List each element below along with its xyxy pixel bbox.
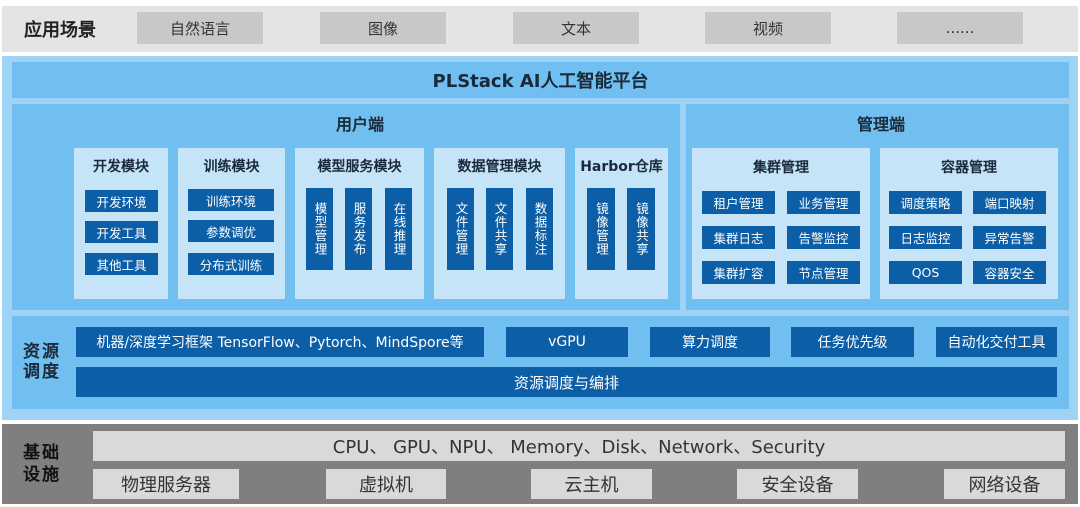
service-publish-button[interactable]: 服务发布 xyxy=(345,188,372,270)
dev-tools-button[interactable]: 开发工具 xyxy=(85,221,158,243)
app-scene-video: 视频 xyxy=(705,12,831,44)
qos-button[interactable]: QOS xyxy=(889,261,962,284)
file-manage-button[interactable]: 文件管理 xyxy=(447,188,474,270)
module-cluster-manage-title: 集群管理 xyxy=(753,160,809,176)
compute-schedule-button[interactable]: 算力调度 xyxy=(650,327,770,357)
infra-side-label: 基础设施 xyxy=(10,436,74,492)
module-container-manage-title: 容器管理 xyxy=(941,160,997,176)
tenant-manage-button[interactable]: 租户管理 xyxy=(702,191,775,214)
infra-side-label-text: 基础设施 xyxy=(23,443,61,485)
alarm-monitor-button[interactable]: 告警监控 xyxy=(787,226,860,249)
port-mapping-button[interactable]: 端口映射 xyxy=(973,191,1046,214)
auto-delivery-button[interactable]: 自动化交付工具 xyxy=(936,327,1057,357)
network-device-box: 网络设备 xyxy=(944,469,1065,499)
module-train-title: 训练模块 xyxy=(203,159,260,175)
cloud-host-box: 云主机 xyxy=(531,469,652,499)
task-priority-button[interactable]: 任务优先级 xyxy=(791,327,914,357)
business-manage-button[interactable]: 业务管理 xyxy=(787,191,860,214)
online-inference-button[interactable]: 在线推理 xyxy=(385,188,412,270)
container-security-button[interactable]: 容器安全 xyxy=(973,261,1046,284)
security-device-box: 安全设备 xyxy=(737,469,858,499)
app-scene-image: 图像 xyxy=(320,12,446,44)
param-tuning-button[interactable]: 参数调优 xyxy=(188,220,274,242)
cluster-expand-button[interactable]: 集群扩容 xyxy=(702,261,775,284)
module-harbor-title: Harbor仓库 xyxy=(580,159,663,175)
model-manage-button[interactable]: 模型管理 xyxy=(306,188,333,270)
data-label-button[interactable]: 数据标注 xyxy=(526,188,553,270)
resource-orchestration-bar[interactable]: 资源调度与编排 xyxy=(76,367,1057,397)
platform-title: PLStack AI人工智能平台 xyxy=(12,62,1069,98)
log-monitor-button[interactable]: 日志监控 xyxy=(889,226,962,249)
other-tools-button[interactable]: 其他工具 xyxy=(85,253,158,275)
virtual-machine-box: 虚拟机 xyxy=(326,469,446,499)
resource-side-label: 资源调度 xyxy=(16,330,68,394)
dev-env-button[interactable]: 开发环境 xyxy=(85,190,158,212)
app-scene-more: ...... xyxy=(897,12,1023,44)
module-data-manage-title: 数据管理模块 xyxy=(457,159,542,175)
image-share-button[interactable]: 镜像共享 xyxy=(627,188,655,270)
infra-hardware-bar: CPU、 GPU、NPU、 Memory、Disk、Network、Securi… xyxy=(93,431,1065,461)
physical-server-box: 物理服务器 xyxy=(93,469,239,499)
resource-side-label-text: 资源调度 xyxy=(23,342,61,382)
app-scene-text: 文本 xyxy=(513,12,639,44)
exception-alarm-button[interactable]: 异常告警 xyxy=(973,226,1046,249)
app-scene-nlp: 自然语言 xyxy=(137,12,263,44)
node-manage-button[interactable]: 节点管理 xyxy=(787,261,860,284)
app-scene-label: 应用场景 xyxy=(24,20,96,41)
module-dev-title: 开发模块 xyxy=(93,159,149,175)
image-manage-button[interactable]: 镜像管理 xyxy=(587,188,615,270)
user-side-title: 用户端 xyxy=(335,115,384,134)
module-model-service-title: 模型服务模块 xyxy=(317,159,402,175)
vgpu-button[interactable]: vGPU xyxy=(506,327,628,357)
schedule-policy-button[interactable]: 调度策略 xyxy=(889,191,962,214)
distributed-train-button[interactable]: 分布式训练 xyxy=(188,253,274,275)
ml-framework-button[interactable]: 机器/深度学习框架 TensorFlow、Pytorch、MindSpore等 xyxy=(76,327,484,357)
train-env-button[interactable]: 训练环境 xyxy=(188,189,274,211)
cluster-log-button[interactable]: 集群日志 xyxy=(702,226,775,249)
admin-side-title: 管理端 xyxy=(856,115,905,134)
file-share-button[interactable]: 文件共享 xyxy=(486,188,513,270)
